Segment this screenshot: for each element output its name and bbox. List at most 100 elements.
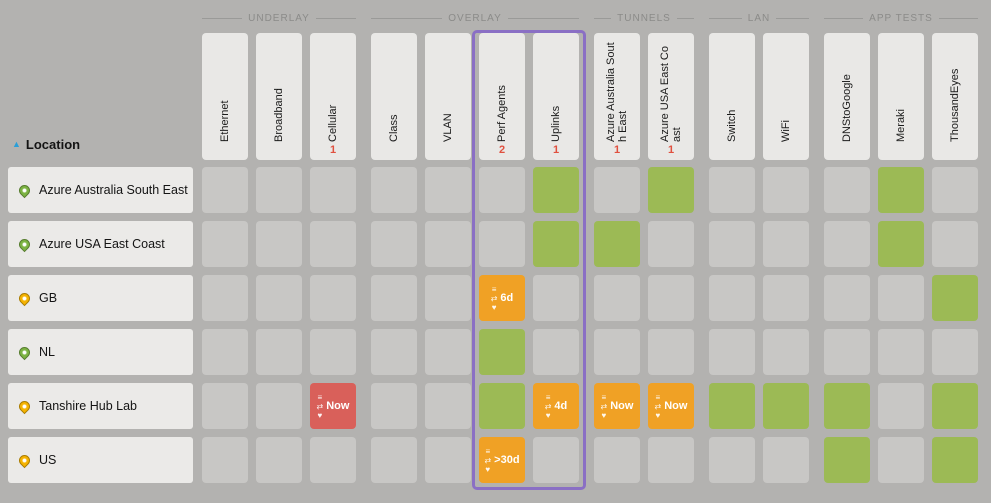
status-cell-azure-usa-east-coast[interactable] [648, 329, 694, 375]
status-cell-ethernet[interactable] [202, 167, 248, 213]
status-cell-cellular[interactable]: ≡⇄♥Now [310, 383, 356, 429]
status-cell-cellular[interactable] [310, 275, 356, 321]
status-cell-azure-usa-east-coast[interactable] [648, 437, 694, 483]
status-cell-thousandeyes[interactable] [932, 167, 978, 213]
location-row-label[interactable]: GB [8, 275, 193, 321]
status-cell-cellular[interactable] [310, 167, 356, 213]
column-header-vlan[interactable]: VLAN [425, 33, 471, 160]
status-cell-perf-agents[interactable]: ≡⇄♥6d [479, 275, 525, 321]
status-cell-vlan[interactable] [425, 329, 471, 375]
column-header-dnstogoogle[interactable]: DNStoGoogle [824, 33, 870, 160]
status-cell-cellular[interactable] [310, 329, 356, 375]
status-cell-perf-agents[interactable] [479, 383, 525, 429]
status-cell-wifi[interactable] [763, 329, 809, 375]
status-cell-class[interactable] [371, 221, 417, 267]
location-column-header[interactable]: ▲ Location [8, 33, 193, 160]
status-cell-perf-agents[interactable] [479, 329, 525, 375]
location-row-label[interactable]: Tanshire Hub Lab [8, 383, 193, 429]
location-row-label[interactable]: US [8, 437, 193, 483]
status-cell-dnstogoogle[interactable] [824, 167, 870, 213]
status-cell-dnstogoogle[interactable] [824, 329, 870, 375]
status-cell-switch[interactable] [709, 221, 755, 267]
status-cell-class[interactable] [371, 167, 417, 213]
status-cell-broadband[interactable] [256, 437, 302, 483]
status-cell-uplinks[interactable]: ≡⇄♥4d [533, 383, 579, 429]
status-cell-class[interactable] [371, 275, 417, 321]
status-cell-broadband[interactable] [256, 221, 302, 267]
column-header-wifi[interactable]: WiFi [763, 33, 809, 160]
location-row-label[interactable]: Azure USA East Coast [8, 221, 193, 267]
column-header-meraki[interactable]: Meraki [878, 33, 924, 160]
status-cell-azure-australia-south-east[interactable]: ≡⇄♥Now [594, 383, 640, 429]
status-cell-switch[interactable] [709, 437, 755, 483]
status-cell-switch[interactable] [709, 329, 755, 375]
status-cell-vlan[interactable] [425, 167, 471, 213]
status-cell-ethernet[interactable] [202, 221, 248, 267]
status-cell-azure-usa-east-coast[interactable] [648, 167, 694, 213]
status-cell-perf-agents[interactable]: ≡⇄♥>30d [479, 437, 525, 483]
status-cell-dnstogoogle[interactable] [824, 383, 870, 429]
status-cell-dnstogoogle[interactable] [824, 275, 870, 321]
location-row-label[interactable]: NL [8, 329, 193, 375]
location-row-label[interactable]: Azure Australia South East [8, 167, 193, 213]
status-cell-azure-usa-east-coast[interactable] [648, 275, 694, 321]
status-cell-azure-australia-south-east[interactable] [594, 167, 640, 213]
status-cell-meraki[interactable] [878, 329, 924, 375]
status-cell-vlan[interactable] [425, 437, 471, 483]
status-cell-wifi[interactable] [763, 383, 809, 429]
status-cell-dnstogoogle[interactable] [824, 437, 870, 483]
status-cell-wifi[interactable] [763, 221, 809, 267]
status-cell-meraki[interactable] [878, 383, 924, 429]
status-cell-vlan[interactable] [425, 275, 471, 321]
status-cell-switch[interactable] [709, 275, 755, 321]
status-cell-broadband[interactable] [256, 275, 302, 321]
status-cell-uplinks[interactable] [533, 437, 579, 483]
status-cell-thousandeyes[interactable] [932, 329, 978, 375]
status-cell-azure-usa-east-coast[interactable]: ≡⇄♥Now [648, 383, 694, 429]
status-cell-broadband[interactable] [256, 383, 302, 429]
sort-ascending-icon[interactable]: ▲ [12, 139, 21, 149]
status-cell-class[interactable] [371, 437, 417, 483]
status-cell-uplinks[interactable] [533, 221, 579, 267]
status-cell-wifi[interactable] [763, 437, 809, 483]
status-cell-thousandeyes[interactable] [932, 221, 978, 267]
status-cell-thousandeyes[interactable] [932, 275, 978, 321]
status-cell-broadband[interactable] [256, 167, 302, 213]
status-cell-vlan[interactable] [425, 383, 471, 429]
status-cell-uplinks[interactable] [533, 329, 579, 375]
status-cell-dnstogoogle[interactable] [824, 221, 870, 267]
status-cell-azure-australia-south-east[interactable] [594, 221, 640, 267]
status-cell-wifi[interactable] [763, 275, 809, 321]
status-cell-azure-australia-south-east[interactable] [594, 275, 640, 321]
status-cell-ethernet[interactable] [202, 437, 248, 483]
column-header-class[interactable]: Class [371, 33, 417, 160]
status-cell-switch[interactable] [709, 167, 755, 213]
column-header-broadband[interactable]: Broadband [256, 33, 302, 160]
status-cell-wifi[interactable] [763, 167, 809, 213]
status-cell-perf-agents[interactable] [479, 221, 525, 267]
status-cell-ethernet[interactable] [202, 275, 248, 321]
status-cell-switch[interactable] [709, 383, 755, 429]
status-cell-ethernet[interactable] [202, 329, 248, 375]
status-cell-cellular[interactable] [310, 221, 356, 267]
status-cell-azure-australia-south-east[interactable] [594, 437, 640, 483]
status-cell-thousandeyes[interactable] [932, 437, 978, 483]
status-cell-broadband[interactable] [256, 329, 302, 375]
column-header-ethernet[interactable]: Ethernet [202, 33, 248, 160]
status-cell-azure-australia-south-east[interactable] [594, 329, 640, 375]
status-cell-azure-usa-east-coast[interactable] [648, 221, 694, 267]
status-cell-uplinks[interactable] [533, 167, 579, 213]
status-cell-meraki[interactable] [878, 167, 924, 213]
status-cell-vlan[interactable] [425, 221, 471, 267]
status-cell-cellular[interactable] [310, 437, 356, 483]
status-cell-class[interactable] [371, 383, 417, 429]
status-cell-ethernet[interactable] [202, 383, 248, 429]
status-cell-meraki[interactable] [878, 437, 924, 483]
status-cell-uplinks[interactable] [533, 275, 579, 321]
column-header-thousandeyes[interactable]: ThousandEyes [932, 33, 978, 160]
status-cell-meraki[interactable] [878, 221, 924, 267]
